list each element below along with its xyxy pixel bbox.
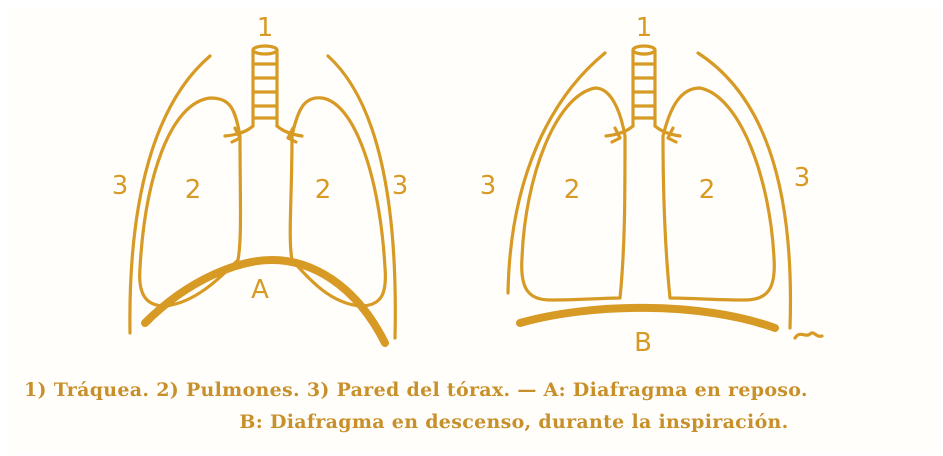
label-lung-b-left: 2 xyxy=(564,175,581,205)
label-wall-b-left: 3 xyxy=(480,171,497,201)
figure-page: 1 2 2 3 3 A xyxy=(10,8,940,454)
label-diaphragm-b: B xyxy=(634,328,652,358)
trachea-b xyxy=(606,46,680,142)
respiration-diagram: 1 2 2 3 3 A xyxy=(10,8,940,368)
label-wall-a-left: 3 xyxy=(112,171,129,201)
figure-caption: 1) Tráquea. 2) Pulmones. 3) Pared del tó… xyxy=(24,375,943,437)
label-lung-a-left: 2 xyxy=(185,175,202,205)
label-diaphragm-a: A xyxy=(251,275,269,305)
label-lung-a-right: 2 xyxy=(315,175,332,205)
caption-line-1: 1) Tráquea. 2) Pulmones. 3) Pared del tó… xyxy=(24,375,943,405)
label-wall-a-right: 3 xyxy=(392,171,409,201)
trachea-a xyxy=(225,46,302,142)
chest-wall-a-right xyxy=(328,56,395,338)
label-trachea-b: 1 xyxy=(636,13,653,43)
thorax-diagram-b: 1 2 2 3 3 B xyxy=(480,13,822,358)
signature-mark xyxy=(795,333,822,338)
diaphragm-b xyxy=(520,308,775,328)
caption-line-2: B: Diafragma en descenso, durante la ins… xyxy=(84,407,943,437)
label-lung-b-right: 2 xyxy=(699,175,716,205)
thorax-diagram-a: 1 2 2 3 3 A xyxy=(112,13,409,343)
label-wall-b-right: 3 xyxy=(794,163,811,193)
label-trachea-a: 1 xyxy=(257,13,274,43)
